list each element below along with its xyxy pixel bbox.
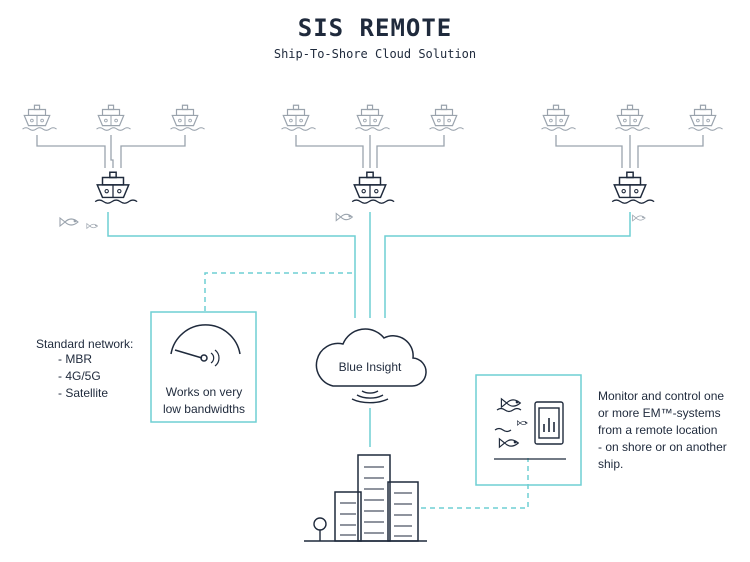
monitor-box <box>475 374 582 486</box>
building-icon <box>304 454 427 542</box>
signal-icon <box>351 390 389 404</box>
network-options-list: - MBR - 4G/5G - Satellite <box>58 351 108 402</box>
monitor-description-line: Monitor and control one <box>598 389 725 403</box>
monitor-description-line: - on shore or on another <box>598 440 727 454</box>
main-ship-icon <box>94 171 655 204</box>
bandwidth-label-line: low bandwidths <box>162 402 246 416</box>
fleet-ship-icon <box>21 104 724 131</box>
data-connection-lines <box>107 212 631 509</box>
monitor-description: Monitor and control one or more EM™-syst… <box>598 388 743 473</box>
monitor-description-line: or more EM™-systems <box>598 406 721 420</box>
water-icon <box>494 407 566 460</box>
tree-icon <box>313 517 327 541</box>
bandwidth-label: Works on very low bandwidths <box>152 384 256 418</box>
gauge-icon <box>170 324 241 367</box>
bandwidth-box <box>150 311 257 423</box>
cloud-icon <box>315 328 427 387</box>
fish-icon <box>59 212 646 229</box>
page-subtitle: Ship-To-Shore Cloud Solution <box>273 47 477 61</box>
network-title: Standard network: <box>36 337 134 351</box>
fleet-connector-lines <box>36 135 704 168</box>
cloud-label: Blue Insight <box>338 360 402 374</box>
bandwidth-label-line: Works on very <box>165 385 243 399</box>
fish-icon <box>498 398 528 448</box>
page-title: SIS REMOTE <box>297 14 453 42</box>
tablet-icon <box>534 401 564 445</box>
network-option: - MBR <box>58 352 92 366</box>
network-option: - 4G/5G <box>58 369 101 383</box>
monitor-description-line: from a remote location <box>598 423 718 437</box>
network-option: - Satellite <box>58 386 109 400</box>
monitor-description-line: ship. <box>598 457 624 471</box>
